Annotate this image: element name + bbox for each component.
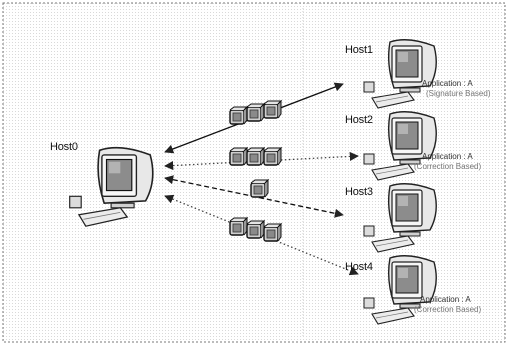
host2-app-line2: (Correction Based)	[414, 162, 481, 172]
packet-icon	[251, 180, 268, 197]
packet-icon	[264, 224, 281, 241]
packet-icon	[264, 148, 281, 165]
packet-icon	[247, 148, 264, 165]
packet-icon	[230, 107, 247, 124]
packet-icon	[264, 101, 281, 118]
host0-label: Host0	[50, 141, 78, 153]
host1-application: Application : A (Signature Based)	[422, 79, 490, 99]
host4-app-line2: (Correction Based)	[414, 305, 481, 315]
host3-label: Host3	[345, 186, 373, 198]
packet-icon	[230, 218, 247, 235]
host4-label: Host4	[345, 261, 373, 273]
host1-label: Host1	[345, 44, 373, 56]
packet-icon	[230, 148, 247, 165]
host2-label: Host2	[345, 114, 373, 126]
host1-app-line1: Application : A	[422, 79, 490, 89]
host2-application: Application : A (Correction Based)	[422, 152, 481, 172]
packet-icon	[247, 221, 264, 238]
host4-application: Application : A (Correction Based)	[420, 295, 481, 315]
packet-icon	[247, 104, 264, 121]
host4-app-line1: Application : A	[420, 295, 481, 305]
host2-app-line1: Application : A	[422, 152, 481, 162]
host1-app-line2: (Signature Based)	[426, 89, 490, 99]
